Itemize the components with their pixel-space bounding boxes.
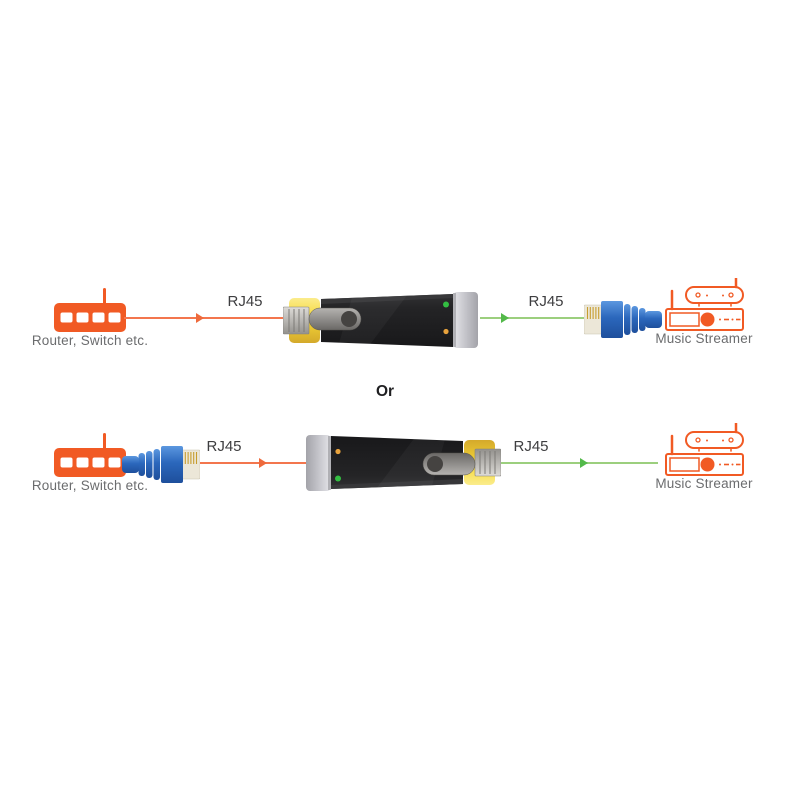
rj45-label: RJ45 — [227, 293, 263, 310]
network-isolator-icon — [304, 434, 501, 492]
music-streamer-label: Music Streamer — [655, 331, 753, 346]
arrowhead-icon — [259, 458, 268, 468]
green-cable-line — [480, 313, 585, 323]
network-isolator-icon — [283, 291, 480, 349]
router-icon — [52, 286, 128, 334]
rj45-label: RJ45 — [528, 293, 564, 310]
orange-cable-line — [124, 313, 287, 323]
rj45-label: RJ45 — [206, 438, 242, 455]
arrowhead-icon — [195, 313, 204, 323]
or-separator: Or — [375, 383, 395, 400]
orange-cable-line — [200, 458, 306, 468]
router-label: Router, Switch etc. — [31, 478, 149, 493]
music-streamer-icon — [661, 423, 745, 477]
arrowhead-icon — [501, 313, 509, 323]
arrowhead-icon — [579, 458, 588, 468]
router-icon — [52, 431, 128, 479]
green-cable-line — [501, 458, 658, 468]
music-streamer-icon — [661, 278, 745, 332]
router-label: Router, Switch etc. — [31, 333, 149, 348]
music-streamer-label: Music Streamer — [655, 476, 753, 491]
rj45-label: RJ45 — [513, 438, 549, 455]
